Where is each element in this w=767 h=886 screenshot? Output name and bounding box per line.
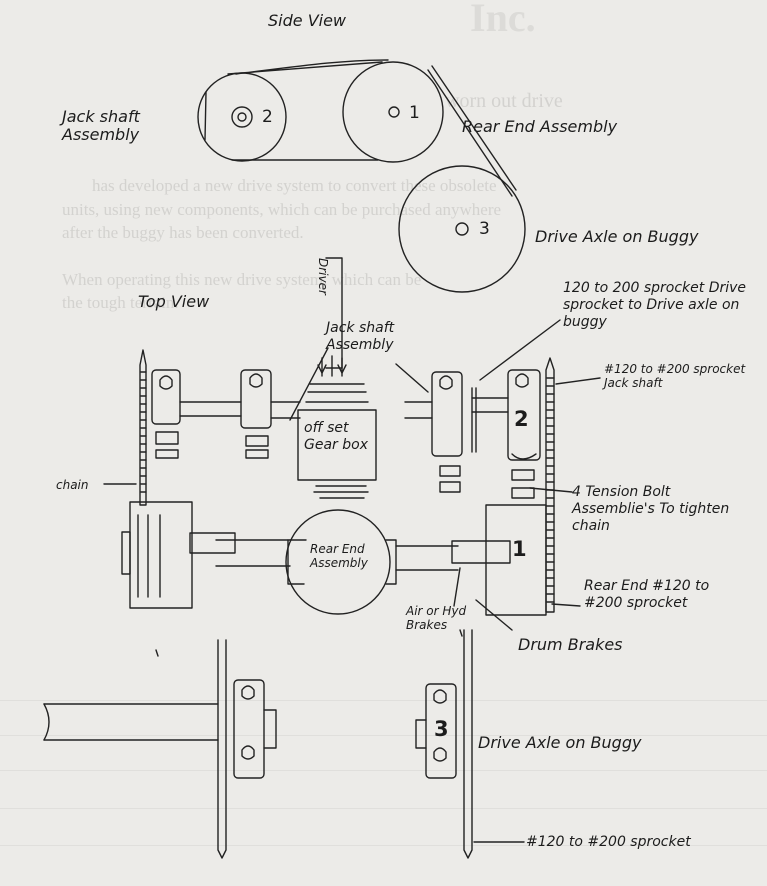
lower-right-bearing-slots (433, 689, 447, 762)
left-chain-links (140, 371, 147, 493)
right-bearing-outer-curve (511, 453, 537, 460)
left-axle-tube (215, 539, 291, 567)
left-drum-hub (121, 531, 131, 575)
right-axle-brake (451, 540, 511, 564)
chain-label: chain (56, 478, 89, 492)
inner-left-bearing-slot (249, 373, 263, 388)
brakes-label: Air or Hyd Brakes (406, 604, 467, 632)
side-pulley-1-number: 1 (409, 103, 420, 123)
right-bearing-inner-blocks (439, 465, 461, 493)
offset-gearbox (297, 409, 377, 481)
leader-drive-sprocket (479, 319, 561, 381)
leader-jackshaft-right (395, 363, 429, 393)
side-rear-end-label: Rear End Assembly (462, 117, 618, 136)
leader-drum-brakes (475, 599, 513, 631)
rear-end-right-neck (385, 539, 397, 585)
side-jackshaft-label: Jack shaft Assembly (62, 107, 140, 144)
side-pulley-2-number: 2 (262, 107, 273, 127)
leader-jackshaft-left (289, 347, 329, 421)
leader-lines (103, 319, 601, 843)
pulley-drive-axle (398, 165, 526, 293)
right-chain-links (546, 377, 555, 603)
shaft-ticks (155, 629, 463, 657)
right-bearing-inner-slot (439, 375, 453, 390)
ruled-line (0, 735, 767, 736)
right-axle-tube (395, 545, 459, 571)
rear-end-left-neck (287, 539, 307, 585)
top-number-2: 2 (514, 407, 529, 431)
left-jackshaft-to-gearbox (270, 401, 301, 419)
side-view-diagram (197, 59, 526, 293)
bottom-sprocket-label: #120 to #200 sprocket (526, 834, 691, 850)
side-pulley-3-number: 3 (479, 219, 490, 239)
lower-right-bracket (415, 719, 427, 749)
right-bearing-outer (507, 369, 541, 461)
gearbox-label: off set Gear box (304, 420, 368, 453)
driver-shaft (325, 257, 343, 369)
lower-left-bearing (233, 679, 265, 779)
pulley-jackshaft-hub (231, 106, 253, 128)
top-number-3: 3 (434, 717, 449, 741)
leader-brakes (453, 567, 461, 607)
jackshaft-sprocket-label: #120 to #200 sprocket Jack shaft (604, 362, 746, 390)
drum-brakes-label: Drum Brakes (518, 635, 623, 654)
right-bearing-inner (431, 371, 463, 457)
left-chain-shaft (139, 349, 147, 506)
lower-left-bracket (263, 709, 277, 749)
left-axle-brake (189, 532, 236, 554)
side-drive-axle-label: Drive Axle on Buggy (535, 227, 699, 246)
ruled-line (0, 700, 767, 701)
ruled-line (0, 808, 767, 809)
driver-label: Driver (316, 258, 330, 295)
right-chain-sprocket (545, 357, 555, 613)
pulley-jackshaft-center (237, 112, 247, 122)
belt-left (204, 91, 207, 141)
pulley-rear-end (342, 61, 444, 163)
left-bearing-outer (151, 369, 181, 425)
belt-top (227, 59, 389, 75)
rear-end-label: Rear End Assembly (310, 542, 368, 570)
left-drum-ridges (137, 514, 161, 598)
left-long-shaft (217, 639, 227, 859)
right-long-shaft (463, 629, 473, 859)
rear-end-housing (285, 509, 391, 615)
right-bearing-outer-slot (515, 373, 529, 388)
gearbox-input-flange (305, 383, 369, 403)
top-number-1: 1 (512, 537, 527, 561)
top-view-diagram (43, 257, 555, 859)
ruled-line (0, 770, 767, 771)
tension-bolt-label: 4 Tension Bolt Assemblie's To tighten ch… (572, 484, 730, 534)
top-view-title: Top View (138, 292, 210, 311)
lower-left-bearing-slots (241, 685, 255, 760)
right-jackshaft-bar (404, 397, 509, 419)
pulley-drive-axle-center (455, 222, 469, 236)
buggy-drive-axle-label: Drive Axle on Buggy (478, 733, 642, 752)
right-bearing-outer-blocks (511, 469, 535, 499)
left-bearing-blocks (155, 431, 179, 459)
left-bearing-slot (159, 375, 173, 390)
left-drum-brake (129, 501, 193, 609)
right-jackshaft-shaft (471, 387, 477, 453)
drive-sprocket-label: 120 to 200 sprocket Drive sprocket to Dr… (563, 280, 747, 330)
left-jackshaft-bar (179, 401, 242, 417)
top-jackshaft-label: Jack shaft Assembly (326, 320, 395, 353)
lower-right-bearing (425, 683, 457, 779)
right-drum-brake (485, 504, 547, 616)
leader-jackshaft-sprocket (555, 377, 601, 385)
inner-left-bearing-blocks (245, 435, 269, 459)
pulley-rear-end-center (388, 106, 400, 118)
buggy-axle-end (43, 703, 50, 741)
gearbox-output-flange (313, 485, 369, 499)
belt-right (427, 65, 517, 197)
rear-end-sprocket-label: Rear End #120 to #200 sprocket (584, 578, 710, 611)
ruled-line (0, 845, 767, 846)
side-view-title: Side View (268, 11, 347, 30)
inner-left-bearing (240, 369, 272, 429)
leader-rear-sprocket (551, 603, 581, 607)
leader-tension-bolt (529, 487, 573, 493)
buggy-axle (43, 703, 219, 741)
